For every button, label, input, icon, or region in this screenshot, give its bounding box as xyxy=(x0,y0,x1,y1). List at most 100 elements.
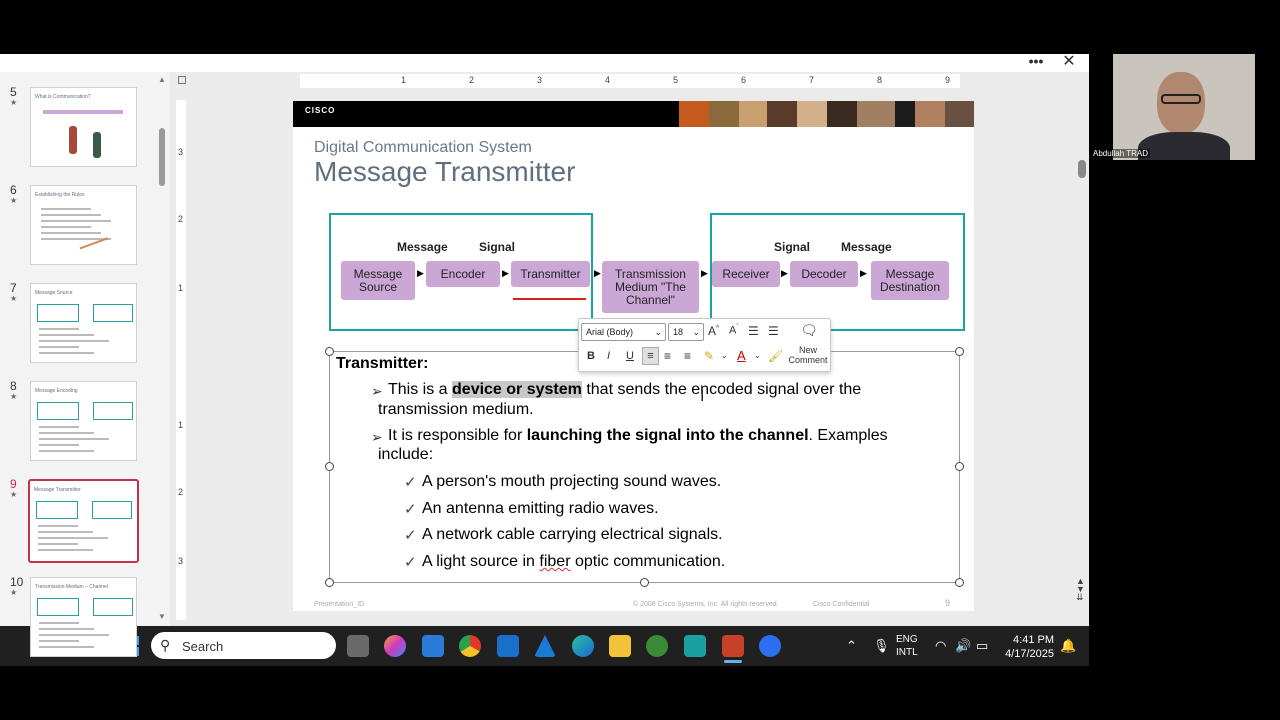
video-feed[interactable] xyxy=(1113,54,1255,160)
volume-icon[interactable]: 🔊 xyxy=(955,638,972,653)
thumbnail-scrollbar[interactable] xyxy=(158,78,166,618)
active-app-indicator xyxy=(724,660,742,663)
arrow-icon: ▶ xyxy=(701,268,708,278)
thumbnail-number: 7 xyxy=(10,281,17,295)
selected-text[interactable]: device or system xyxy=(452,381,582,398)
chrome-icon[interactable] xyxy=(459,635,481,657)
copilot-icon[interactable] xyxy=(384,635,406,657)
align-left-icon[interactable]: ≡ xyxy=(642,347,659,365)
example-item: A light source in fiber optic communicat… xyxy=(422,553,726,570)
slide-thumbnail[interactable]: Message Transmitter xyxy=(28,479,139,563)
paragraph-2-line-2: include: xyxy=(378,446,434,463)
resize-handle[interactable] xyxy=(640,578,649,587)
editor-scrollbar-thumb[interactable] xyxy=(1078,160,1086,178)
block-receiver: Receiver xyxy=(712,261,780,287)
font-color-icon[interactable]: A xyxy=(737,348,746,363)
scroll-down-icon[interactable]: ▼ xyxy=(158,612,166,621)
search-icon: ⚲ xyxy=(160,637,171,653)
zoom-icon[interactable] xyxy=(759,635,781,657)
ruler-number: 1 xyxy=(178,283,184,293)
taskbar-search-box[interactable] xyxy=(151,632,336,659)
vscode-icon[interactable] xyxy=(422,635,444,657)
paragraph-1: This is a device or system that sends th… xyxy=(388,381,862,398)
visio-icon[interactable] xyxy=(684,635,706,657)
slide-thumbnail[interactable]: Message Encoding xyxy=(30,381,137,461)
highlight-color-icon[interactable]: ✎ xyxy=(704,349,715,363)
arrow-bullet-icon: ➢ xyxy=(371,429,383,445)
block-decoder: Decoder xyxy=(790,261,858,287)
star-icon: ★ xyxy=(10,392,18,401)
powerpoint-icon[interactable] xyxy=(722,635,744,657)
wifi-icon[interactable]: ◠ xyxy=(935,638,947,653)
resize-handle[interactable] xyxy=(955,578,964,587)
ruler-number: 2 xyxy=(469,75,475,85)
arrow-icon: ▶ xyxy=(502,268,509,278)
scroll-arrows-icon[interactable]: ▲▼ xyxy=(1076,576,1085,594)
resize-handle[interactable] xyxy=(955,347,964,356)
underline-button[interactable]: U xyxy=(626,350,634,362)
chevron-down-icon[interactable]: ⌄ xyxy=(721,351,728,360)
star-icon: ★ xyxy=(10,588,18,597)
text-cursor-icon: I xyxy=(700,388,705,405)
horizontal-ruler[interactable] xyxy=(300,74,960,88)
task-view-icon[interactable] xyxy=(347,635,369,657)
chevron-up-icon[interactable]: ⌃ xyxy=(846,638,857,653)
slide-thumbnail[interactable]: Establishing the Rules xyxy=(30,185,137,265)
header-photo xyxy=(797,101,827,127)
header-photo xyxy=(915,101,945,127)
block-message-source: Message Source xyxy=(341,261,415,300)
ruler-number: 1 xyxy=(401,75,407,85)
next-slide-icon[interactable]: ⇊ xyxy=(1076,592,1084,602)
resize-handle[interactable] xyxy=(955,462,964,471)
shrink-font-icon[interactable]: Aˇ xyxy=(729,324,739,337)
format-painter-icon[interactable]: 🖌 xyxy=(768,349,784,363)
thumbnail-title: Message Transmitter xyxy=(34,487,81,493)
italic-button[interactable]: I xyxy=(607,350,611,362)
more-options-button[interactable]: ••• xyxy=(1028,53,1044,69)
participant-shirt xyxy=(1138,132,1230,160)
ruler-number: 6 xyxy=(741,75,747,85)
scroll-up-icon[interactable]: ▲ xyxy=(158,75,166,84)
resize-handle[interactable] xyxy=(325,578,334,587)
new-comment-button[interactable]: New Comment xyxy=(788,345,828,365)
microphone-icon[interactable]: 🎙 xyxy=(873,638,890,653)
label-signal-left: Signal xyxy=(479,240,516,254)
slide-subtitle: Digital Communication System xyxy=(314,139,532,156)
vertical-ruler[interactable] xyxy=(176,100,186,620)
close-button[interactable]: ✕ xyxy=(1062,53,1076,70)
align-center-icon[interactable]: ≡ xyxy=(664,349,672,363)
star-icon: ★ xyxy=(10,294,18,303)
edge-icon[interactable] xyxy=(572,635,594,657)
font-name-select[interactable]: Arial (Body)⌄ xyxy=(581,323,666,341)
cisco-logo: CISCO xyxy=(305,106,336,115)
ruler-number: 2 xyxy=(178,214,184,224)
outlook-icon[interactable] xyxy=(497,635,519,657)
battery-icon[interactable]: ▭ xyxy=(976,638,989,653)
resize-handle[interactable] xyxy=(325,347,334,356)
new-comment-icon[interactable]: 🗨 xyxy=(800,322,818,338)
increase-indent-icon[interactable]: ☰ xyxy=(768,324,779,338)
file-explorer-icon[interactable] xyxy=(609,635,631,657)
decrease-indent-icon[interactable]: ☰ xyxy=(748,324,759,338)
slide-thumbnail[interactable]: What is Communication? xyxy=(30,87,137,167)
arrow-bullet-icon: ➢ xyxy=(371,383,383,399)
notification-icon[interactable]: 🔔 xyxy=(1060,638,1077,653)
bold-button[interactable]: B xyxy=(587,350,595,362)
slide-page-number: 9 xyxy=(945,598,951,608)
ruler-number: 7 xyxy=(809,75,815,85)
resize-handle[interactable] xyxy=(325,462,334,471)
header-photo xyxy=(739,101,767,127)
grow-font-icon[interactable]: A^ xyxy=(708,324,720,338)
ruler-number: 8 xyxy=(877,75,883,85)
align-right-icon[interactable]: ≡ xyxy=(684,349,692,363)
example-item: A network cable carrying electrical sign… xyxy=(422,526,723,543)
slide-thumbnail[interactable]: Transmission Medium – Channel xyxy=(30,577,137,657)
app-icon[interactable] xyxy=(646,635,668,657)
slide-thumbnail[interactable]: Message Source xyxy=(30,283,137,363)
thumbnail-scrollbar-thumb[interactable] xyxy=(159,128,165,186)
header-photo xyxy=(857,101,895,127)
font-size-select[interactable]: 18⌄ xyxy=(668,323,704,341)
chevron-down-icon[interactable]: ⌄ xyxy=(754,351,761,360)
